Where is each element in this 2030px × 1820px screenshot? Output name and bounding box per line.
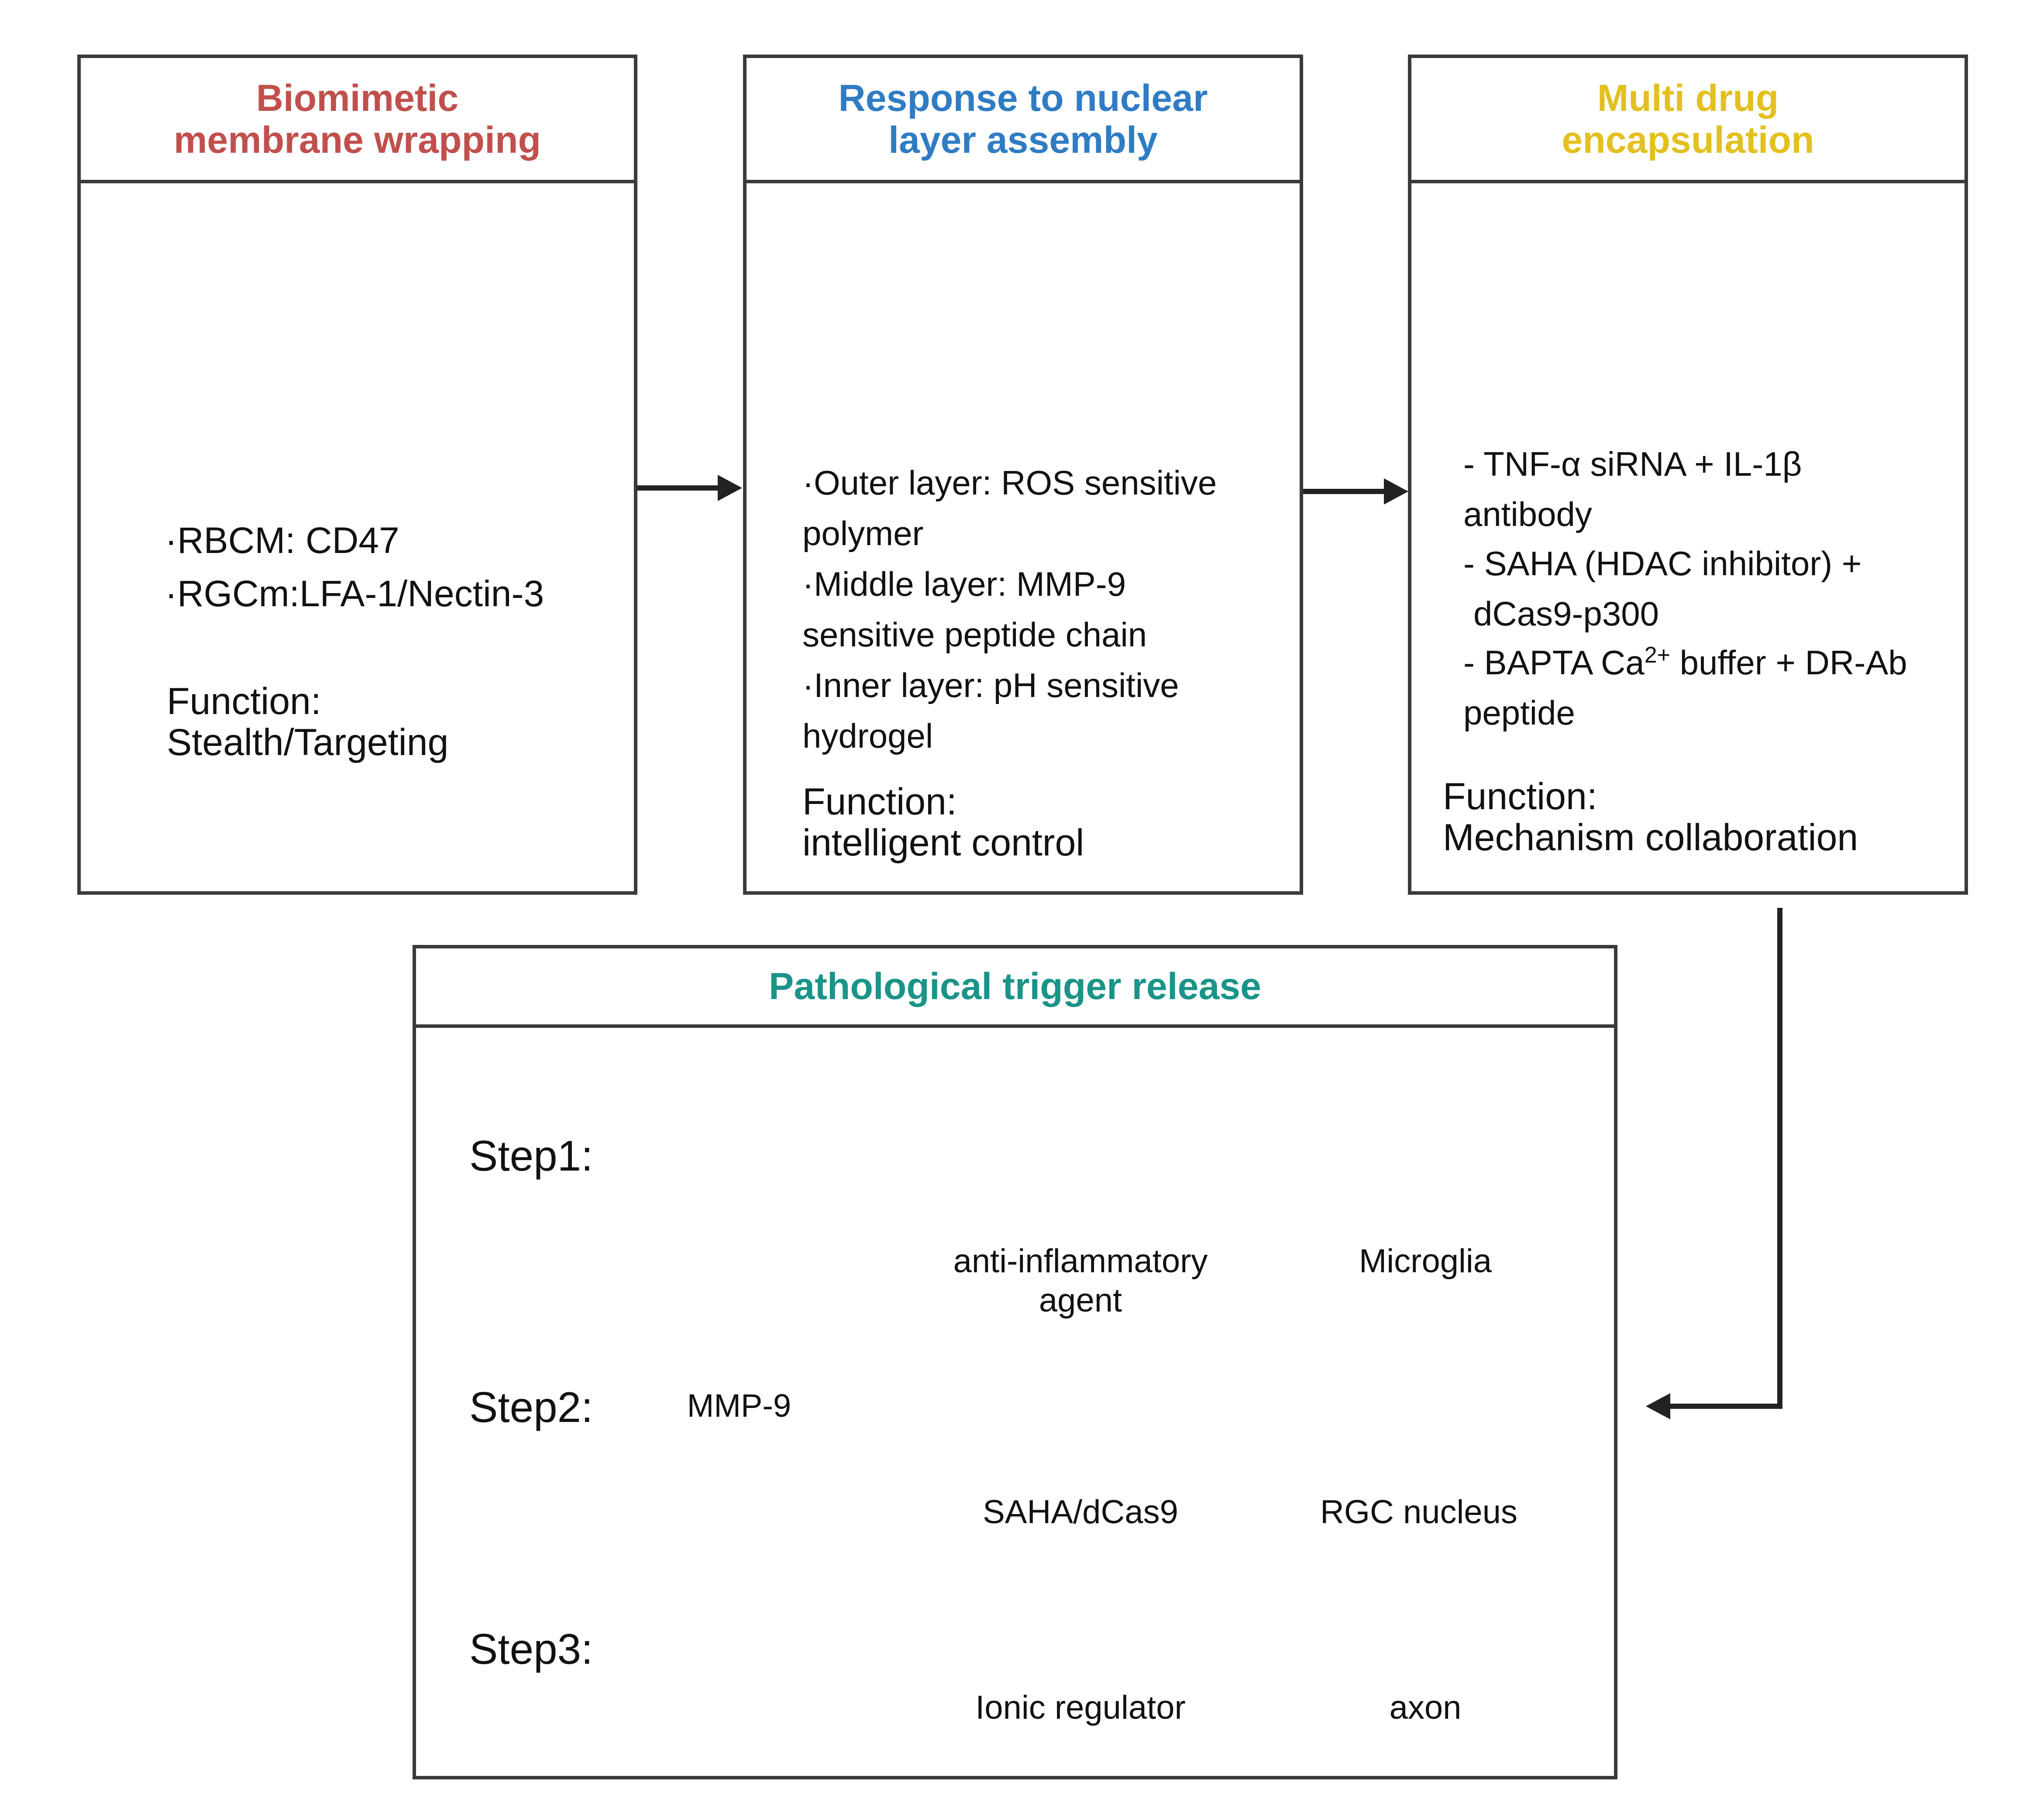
- step1-agent-line1: anti-inflammatory: [953, 1243, 1208, 1280]
- step1-label: Step1:: [469, 1132, 593, 1180]
- box3-red-line1: - TNF-α siRNA + IL-1β: [1463, 445, 1802, 483]
- box1-title-line1: Biomimetic: [256, 77, 459, 119]
- box2-header: Response to nuclear layer assembly: [747, 58, 1300, 183]
- box1-title-line2: membrane wrapping: [173, 119, 541, 161]
- connector-arrow-3-4: [1646, 908, 1782, 1419]
- box3-blue-line1-sup: 2+: [1644, 642, 1670, 668]
- step1-target-label: Microglia: [1359, 1243, 1492, 1280]
- box2-line-inner-cont: hydrogel: [802, 717, 933, 755]
- step3-target-label: axon: [1389, 1689, 1462, 1726]
- box3-blue-line1-a: - BAPTA Ca: [1463, 643, 1645, 682]
- step1-agent-line2: agent: [1039, 1282, 1122, 1319]
- box2-line-outer: ·Outer layer: ROS sensitive: [802, 464, 1217, 502]
- box3-green-line1: - SAHA (HDAC inhibitor) +: [1463, 544, 1862, 583]
- box-pathological-trigger-release: Pathological trigger release: [413, 945, 1617, 1779]
- box3-function-value: Mechanism collaboration: [1443, 817, 1858, 858]
- box1-header: Biomimetic membrane wrapping: [81, 58, 634, 183]
- box-nuclear-layer-assembly: Response to nuclear layer assembly: [743, 55, 1303, 895]
- box1-item-rgcm: ·RGCm:LFA-1/Nectin-3: [165, 573, 544, 614]
- box3-green-line2: dCas9-p300: [1473, 594, 1659, 633]
- ph-text: PH: [715, 1635, 761, 1672]
- box3-header: Multi drug encapsulation: [1411, 58, 1965, 183]
- box3-red-line2: antibody: [1463, 495, 1592, 533]
- box2-title-line1: Response to nuclear: [838, 77, 1208, 119]
- box3-function-label: Function:: [1443, 776, 1597, 817]
- box2-function-label: Function:: [802, 781, 957, 823]
- box2-function-value: intelligent control: [802, 822, 1084, 864]
- mmp9-text: MMP-9: [687, 1387, 791, 1424]
- step2-agent-label: SAHA/dCas9: [983, 1494, 1178, 1531]
- box2-line-middle-cont: sensitive peptide chain: [802, 615, 1147, 654]
- box2-line-middle: ·Middle layer: MMP-9: [802, 565, 1126, 603]
- box2-title-line2: layer assembly: [888, 119, 1158, 161]
- ros-text: ROS: [702, 1131, 769, 1165]
- box2-line-inner: ·Inner layer: pH sensitive: [802, 666, 1179, 704]
- box3-title-line2: encapsulation: [1562, 119, 1814, 161]
- box4-header: Pathological trigger release: [416, 948, 1614, 1028]
- box4-title: Pathological trigger release: [769, 965, 1261, 1007]
- step2-label: Step2:: [469, 1383, 593, 1431]
- step3-agent-label: Ionic regulator: [975, 1689, 1186, 1726]
- box3-blue-line1-b: buffer + DR-Ab: [1670, 643, 1907, 682]
- box3-blue-line1: - BAPTA Ca2+ buffer + DR-Ab: [1463, 637, 1907, 688]
- box1-function-value: Stealth/Targeting: [167, 721, 449, 763]
- box3-blue-line2: peptide: [1463, 694, 1575, 732]
- connector-arrow-2-3: [1302, 478, 1408, 505]
- connector-arrow-1-2: [637, 475, 742, 501]
- box1-item-rbcm: ·RBCM: CD47: [165, 520, 399, 561]
- box3-title-line1: Multi drug: [1597, 77, 1779, 119]
- box-multi-drug-encapsulation: Multi drug encapsulation: [1408, 55, 1968, 895]
- box1-function-label: Function:: [167, 680, 321, 722]
- box2-line-outer-cont: polymer: [802, 514, 924, 553]
- step3-label: Step3:: [469, 1625, 593, 1673]
- step2-target-label: RGC nucleus: [1320, 1494, 1517, 1531]
- step1-agent-label: anti-inflammatory agent: [904, 1242, 1257, 1320]
- box-biomimetic-membrane: Biomimetic membrane wrapping: [77, 55, 637, 895]
